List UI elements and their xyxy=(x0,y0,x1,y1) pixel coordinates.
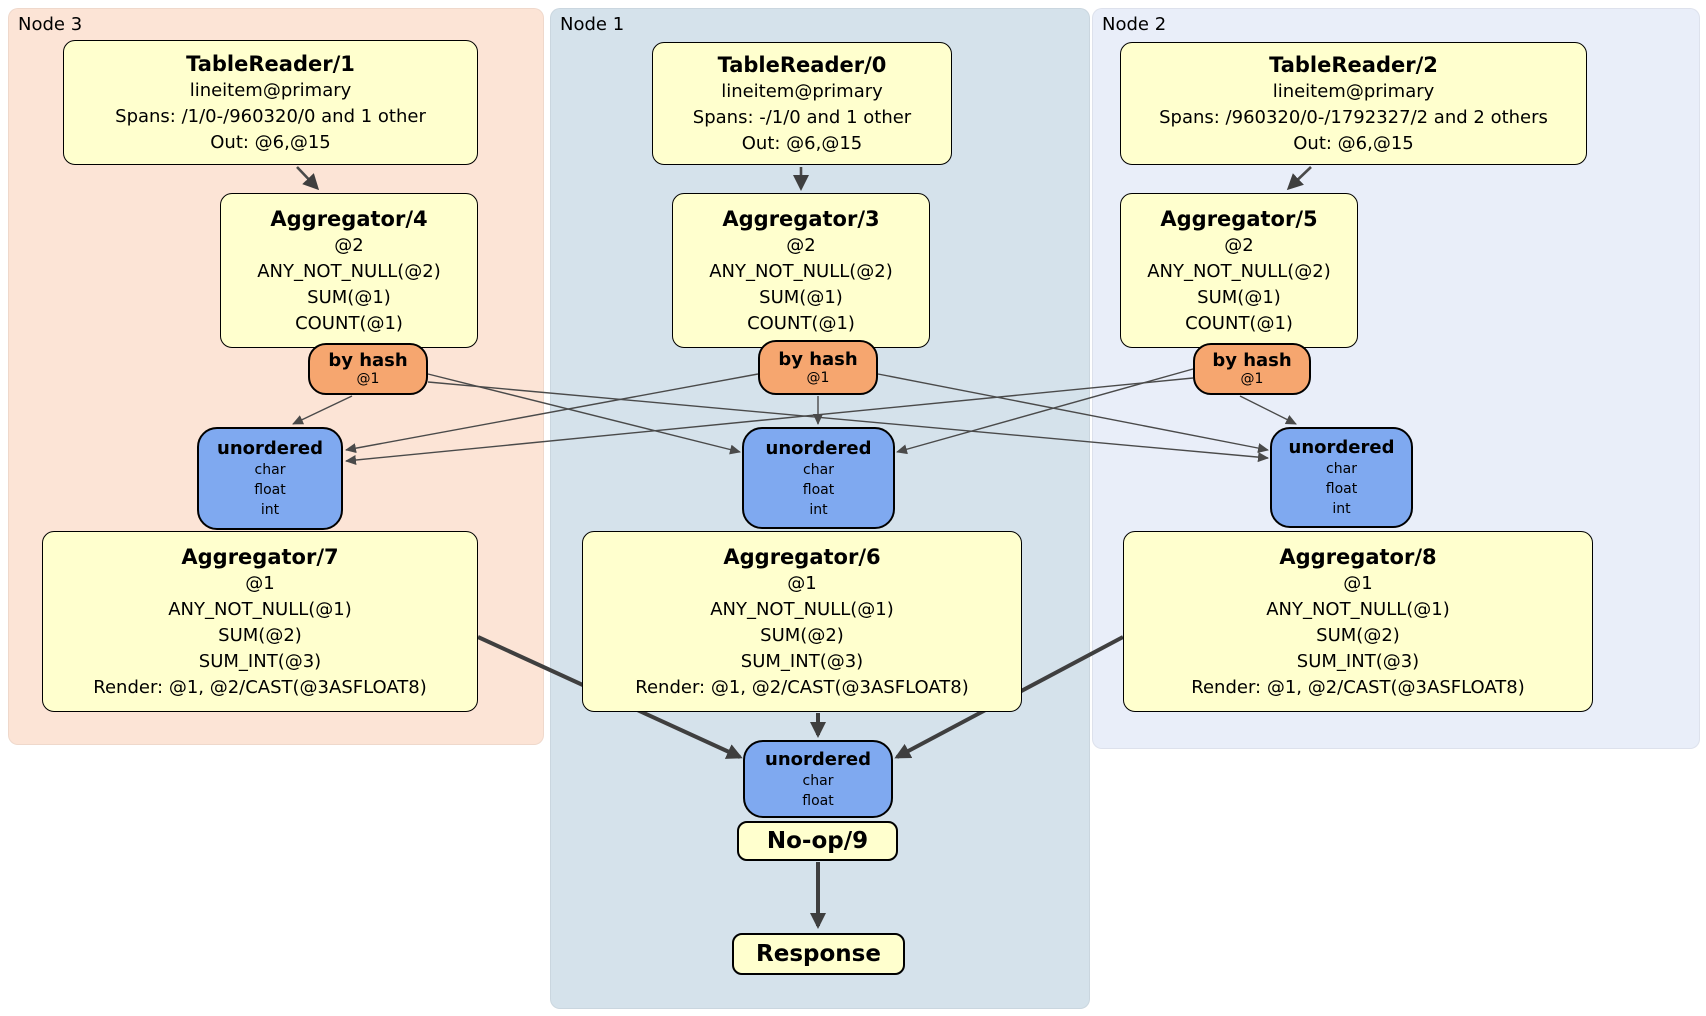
node2-panel-label: Node 2 xyxy=(1102,14,1167,35)
processor-detail: SUM(@2) xyxy=(760,624,844,646)
processor-detail: Out: @6,@15 xyxy=(1293,132,1414,154)
sync-column: int xyxy=(1332,501,1351,517)
processor-detail: lineitem@primary xyxy=(189,79,352,101)
processor-detail: ANY_NOT_NULL(@1) xyxy=(168,598,352,620)
edge-tablereader1-aggregator4 xyxy=(296,166,320,191)
processor-title: TableReader/2 xyxy=(1269,52,1438,77)
processor-detail: COUNT(@1) xyxy=(295,312,403,334)
processor-detail: @2 xyxy=(334,234,364,256)
processor-aggregator-4: Aggregator/4 @2 ANY_NOT_NULL(@2) SUM(@1)… xyxy=(220,193,478,348)
processor-detail: @1 xyxy=(245,572,275,594)
processor-detail: Render: @1, @2/CAST(@3ASFLOAT8) xyxy=(1191,676,1525,698)
edge-tablereader2-aggregator5 xyxy=(1286,166,1312,191)
processor-title: TableReader/1 xyxy=(186,51,355,76)
sync-column: float xyxy=(1325,481,1358,497)
processor-title: Aggregator/4 xyxy=(270,206,428,231)
sync-column: char xyxy=(802,772,834,789)
sync-unordered-node1: unordered char float int xyxy=(742,427,895,529)
router-byhash-node3: by hash @1 xyxy=(308,343,428,395)
processor-detail: Render: @1, @2/CAST(@3ASFLOAT8) xyxy=(635,676,969,698)
processor-aggregator-7: Aggregator/7 @1 ANY_NOT_NULL(@1) SUM(@2)… xyxy=(42,531,478,712)
sync-column: float xyxy=(254,482,286,498)
sync-column: int xyxy=(809,501,828,518)
processor-detail: ANY_NOT_NULL(@2) xyxy=(257,260,441,282)
processor-detail: SUM(@2) xyxy=(1316,624,1400,646)
processor-aggregator-5: Aggregator/5 @2 ANY_NOT_NULL(@2) SUM(@1)… xyxy=(1120,193,1358,348)
processor-detail: @1 xyxy=(787,572,817,594)
processor-tablereader-0: TableReader/0 lineitem@primary Spans: -/… xyxy=(652,42,952,165)
processor-detail: SUM_INT(@3) xyxy=(198,650,322,672)
router-key: @1 xyxy=(1240,371,1264,387)
processor-detail: Spans: -/1/0 and 1 other xyxy=(692,106,912,128)
sync-column: int xyxy=(260,502,280,518)
router-title: by hash xyxy=(1212,350,1292,371)
sync-column: char xyxy=(254,462,286,478)
processor-detail: SUM(@1) xyxy=(1197,286,1281,308)
sync-unordered-node3: unordered char float int xyxy=(197,427,343,530)
processor-aggregator-3: Aggregator/3 @2 ANY_NOT_NULL(@2) SUM(@1)… xyxy=(672,193,930,348)
processor-title: TableReader/0 xyxy=(717,52,887,77)
processor-title: No-op/9 xyxy=(766,828,869,854)
processor-detail: SUM_INT(@3) xyxy=(1296,650,1420,672)
processor-detail: Render: @1, @2/CAST(@3ASFLOAT8) xyxy=(93,676,427,698)
sync-unordered-node2: unordered char float int xyxy=(1270,427,1413,528)
sync-title: unordered xyxy=(765,437,872,459)
processor-detail: @1 xyxy=(1343,572,1373,594)
processor-detail: @2 xyxy=(786,234,816,256)
edge-byhash2-unordered2 xyxy=(1239,395,1297,425)
processor-detail: COUNT(@1) xyxy=(747,312,855,334)
sync-column: char xyxy=(1326,461,1357,477)
processor-detail: SUM_INT(@3) xyxy=(740,650,864,672)
edge-byhash3-unordered3 xyxy=(292,395,353,425)
processor-aggregator-6: Aggregator/6 @1 ANY_NOT_NULL(@1) SUM(@2)… xyxy=(582,531,1022,712)
sync-title: unordered xyxy=(765,748,871,770)
node3-panel-label: Node 3 xyxy=(18,14,83,35)
processor-detail: ANY_NOT_NULL(@2) xyxy=(1147,260,1331,282)
processor-title: Aggregator/5 xyxy=(1160,206,1318,231)
processor-title: Aggregator/8 xyxy=(1279,544,1437,569)
processor-tablereader-1: TableReader/1 lineitem@primary Spans: /1… xyxy=(63,40,478,165)
router-key: @1 xyxy=(806,369,830,386)
sync-title: unordered xyxy=(1288,437,1395,458)
processor-noop-9: No-op/9 xyxy=(737,821,898,861)
processor-detail: COUNT(@1) xyxy=(1185,312,1293,334)
router-key: @1 xyxy=(356,371,380,387)
processor-detail: ANY_NOT_NULL(@1) xyxy=(1266,598,1450,620)
sync-unordered-final: unordered char float xyxy=(743,740,893,818)
sync-column: float xyxy=(802,481,835,498)
processor-detail: ANY_NOT_NULL(@1) xyxy=(710,598,894,620)
processor-detail: SUM(@2) xyxy=(218,624,302,646)
processor-detail: ANY_NOT_NULL(@2) xyxy=(709,260,893,282)
edge-byhash2-unordered3 xyxy=(345,377,1194,466)
edge-byhash2-unordered1 xyxy=(896,368,1194,455)
node1-panel-label: Node 1 xyxy=(560,14,625,35)
processor-aggregator-8: Aggregator/8 @1 ANY_NOT_NULL(@1) SUM(@2)… xyxy=(1123,531,1593,712)
processor-title: Response xyxy=(756,941,881,967)
processor-detail: lineitem@primary xyxy=(1272,80,1435,102)
sync-column: char xyxy=(803,461,834,478)
edge-byhash1-unordered3 xyxy=(345,373,759,454)
processor-detail: SUM(@1) xyxy=(759,286,843,308)
router-byhash-node2: by hash @1 xyxy=(1193,343,1311,395)
router-byhash-node1: by hash @1 xyxy=(758,340,878,395)
edge-byhash3-unordered2 xyxy=(427,381,1269,463)
sync-column: float xyxy=(802,792,834,809)
processor-detail: Spans: /1/0-/960320/0 and 1 other xyxy=(115,105,426,127)
processor-detail: lineitem@primary xyxy=(721,80,883,102)
sync-title: unordered xyxy=(217,438,323,459)
processor-title: Aggregator/7 xyxy=(181,544,339,569)
processor-detail: Out: @6,@15 xyxy=(210,131,331,153)
processor-title: Aggregator/3 xyxy=(722,206,880,231)
processor-detail: Spans: /960320/0-/1792327/2 and 2 others xyxy=(1159,106,1548,128)
processor-detail: @2 xyxy=(1224,234,1254,256)
edge-byhash1-unordered2 xyxy=(877,373,1269,453)
processor-detail: Out: @6,@15 xyxy=(741,132,863,154)
processor-tablereader-2: TableReader/2 lineitem@primary Spans: /9… xyxy=(1120,42,1587,165)
router-title: by hash xyxy=(328,350,408,371)
router-title: by hash xyxy=(778,348,858,370)
processor-response: Response xyxy=(732,933,905,975)
processor-detail: SUM(@1) xyxy=(307,286,391,308)
processor-title: Aggregator/6 xyxy=(723,544,881,569)
